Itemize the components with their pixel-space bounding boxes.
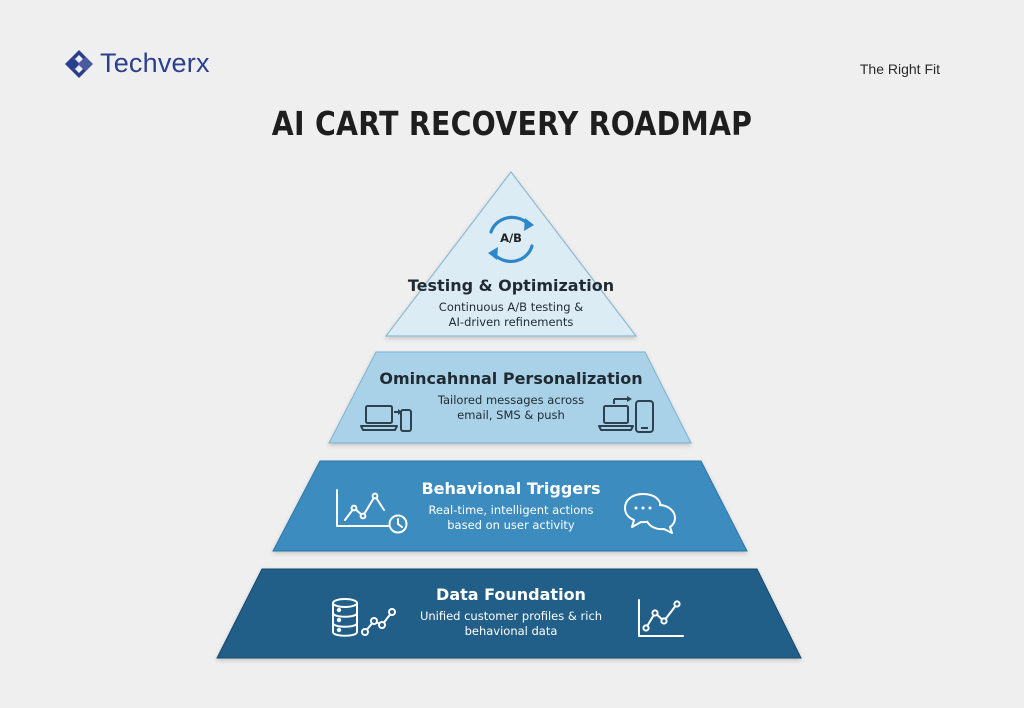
tier-personalization: Omincahnnal Personalization Tailored mes… [361, 369, 661, 423]
tier-title: Data Foundation [436, 585, 586, 604]
page-title: AI CART RECOVERY ROADMAP [271, 104, 753, 143]
ab-testing-cycle-icon [488, 215, 534, 264]
tier-title: Testing & Optimization [407, 276, 615, 295]
tier-description: Continuous A/B testing & AI-driven refin… [438, 300, 584, 329]
tier-description: Real-time, intelligent actions based on … [428, 503, 594, 532]
brand-name: Techverx [100, 48, 210, 78]
tier-foundation: Data Foundation Unified customer profile… [361, 585, 661, 639]
tier-testing: Testing & Optimization Continuous A/B te… [386, 276, 636, 330]
tier-title: Behavional Triggers [421, 479, 601, 498]
tier-triggers: Behavional Triggers Real-time, intellige… [361, 479, 661, 533]
techverx-logo-icon [65, 49, 93, 78]
database-analytics-icon [332, 598, 396, 637]
tier-description: Tailored messages across email, SMS & pu… [437, 393, 585, 422]
ab-icon-label: A/B [500, 231, 522, 245]
chat-bubbles-icon [624, 493, 676, 534]
tier-shape-personalization [328, 351, 692, 444]
chart-clock-icon [336, 489, 408, 534]
laptop-phone-icon [360, 405, 412, 432]
tier-title: Omincahnnal Personalization [379, 369, 643, 388]
brand-logo: Techverx [64, 48, 210, 79]
tier-shape-testing [384, 171, 638, 337]
line-chart-icon [638, 599, 684, 637]
tagline: The Right Fit [859, 61, 940, 77]
tier-description: Unified customer profiles & rich behavio… [419, 609, 603, 638]
laptop-phone-icon [598, 396, 654, 433]
